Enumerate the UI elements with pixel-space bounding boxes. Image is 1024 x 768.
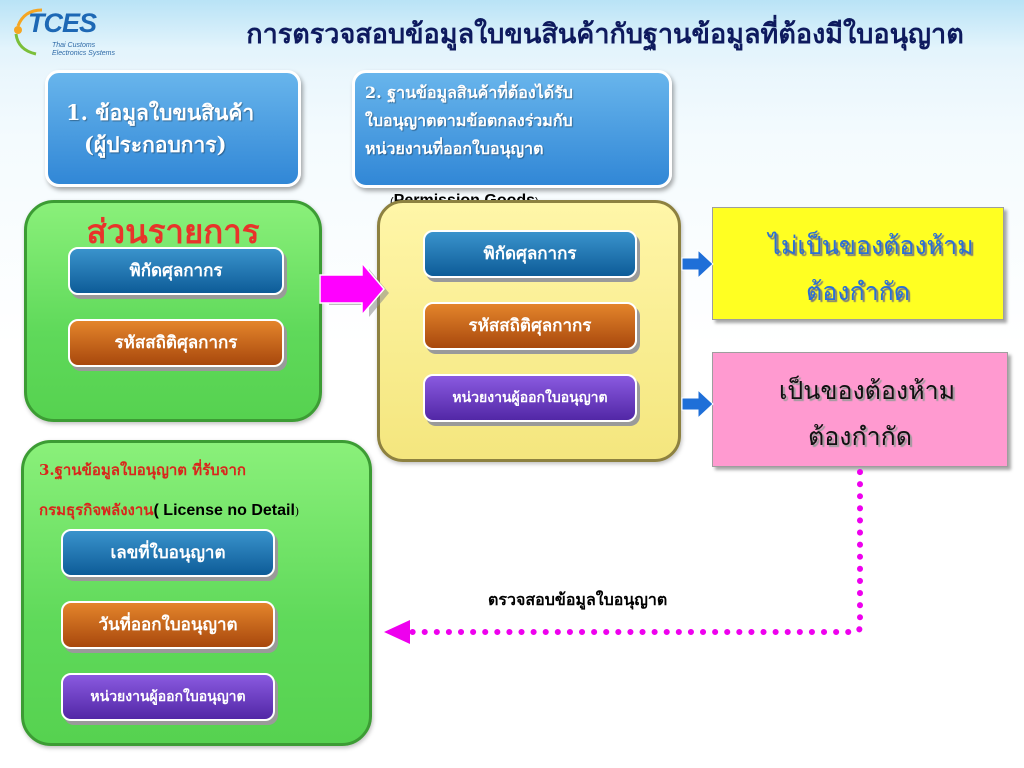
permission-stat-code-pill: รหัสสถิติศุลกากร xyxy=(423,302,637,350)
license-issuer-pill: หน่วยงานผู้ออกใบอนุญาต xyxy=(61,673,275,721)
license-detail-label: ( License no Detail xyxy=(153,502,295,519)
check-license-label: ตรวจสอบข้อมูลใบอนุญาต xyxy=(488,590,668,609)
header-band xyxy=(0,0,1024,70)
restricted-line1: เป็นของต้องห้าม xyxy=(778,376,956,405)
check-dotted-line xyxy=(384,469,863,644)
permission-goods-line1: 2. ฐานข้อมูลสินค้าที่ต้องได้รับ xyxy=(365,83,573,102)
not-restricted-line2: ต้องกำกัด xyxy=(805,277,910,306)
permission-goods-line2: ใบอนุญาตตามข้อตกลงร่วมกับ xyxy=(365,111,573,130)
items-stat-code-pill: รหัสสถิติศุลกากร xyxy=(68,319,284,367)
result-arrow-down-icon xyxy=(681,388,714,420)
items-panel-title: ส่วนรายการ xyxy=(86,212,260,251)
tces-logo: TCES Thai Customs Electronics Systems xyxy=(6,4,124,62)
not-restricted-result: ไม่เป็นของต้องห้าม ต้องกำกัด xyxy=(712,207,1004,320)
result-arrow-up-icon xyxy=(681,248,714,280)
logo-text: TCES xyxy=(28,8,97,38)
license-panel-title-line2: กรมธุรกิจพลังงาน( License no Detail) xyxy=(39,498,299,522)
declaration-data-title: 1. ข้อมูลใบขนสินค้า (ผู้ประกอบการ) xyxy=(66,97,296,161)
permission-goods-title: 2. ฐานข้อมูลสินค้าที่ต้องได้รับ ใบอนุญาต… xyxy=(365,79,669,163)
restricted-result: เป็นของต้องห้าม ต้องกำกัด xyxy=(712,352,1008,467)
declaration-data-line2: (ผู้ประกอบการ) xyxy=(84,132,227,157)
logo-subtitle-2: Electronics Systems xyxy=(52,50,116,57)
items-panel: ส่วนรายการ xyxy=(24,200,322,422)
items-tariff-pill: พิกัดศุลกากร xyxy=(68,247,284,295)
license-number-pill: เลขที่ใบอนุญาต xyxy=(61,529,275,577)
permission-goods-line3: หน่วยงานที่ออกใบอนุญาต xyxy=(365,139,544,158)
license-issue-date-pill: วันที่ออกใบอนุญาต xyxy=(61,601,275,649)
license-panel-title-line1: 3.ฐานข้อมูลใบอนุญาต ที่รับจาก xyxy=(39,461,246,479)
license-detail-close-paren: ) xyxy=(294,505,300,518)
not-restricted-line1: ไม่เป็นของต้องห้าม xyxy=(768,231,974,260)
permission-issuer-pill: หน่วยงานผู้ออกใบอนุญาต xyxy=(423,374,637,422)
page-title: การตรวจสอบข้อมูลใบขนสินค้ากับฐานข้อมูลที… xyxy=(246,19,964,50)
logo-subtitle-1: Thai Customs xyxy=(52,42,96,49)
permission-tariff-pill: พิกัดศุลกากร xyxy=(423,230,637,278)
logo-mark-icon xyxy=(14,8,43,56)
license-source-name: กรมธุรกิจพลังงาน xyxy=(39,501,154,519)
restricted-line2: ต้องกำกัด xyxy=(807,422,912,451)
declaration-data-card: 1. ข้อมูลใบขนสินค้า (ผู้ประกอบการ) xyxy=(45,70,301,187)
permission-goods-card: 2. ฐานข้อมูลสินค้าที่ต้องได้รับ ใบอนุญาต… xyxy=(352,70,672,188)
declaration-data-line1: 1. ข้อมูลใบขนสินค้า xyxy=(66,100,255,125)
